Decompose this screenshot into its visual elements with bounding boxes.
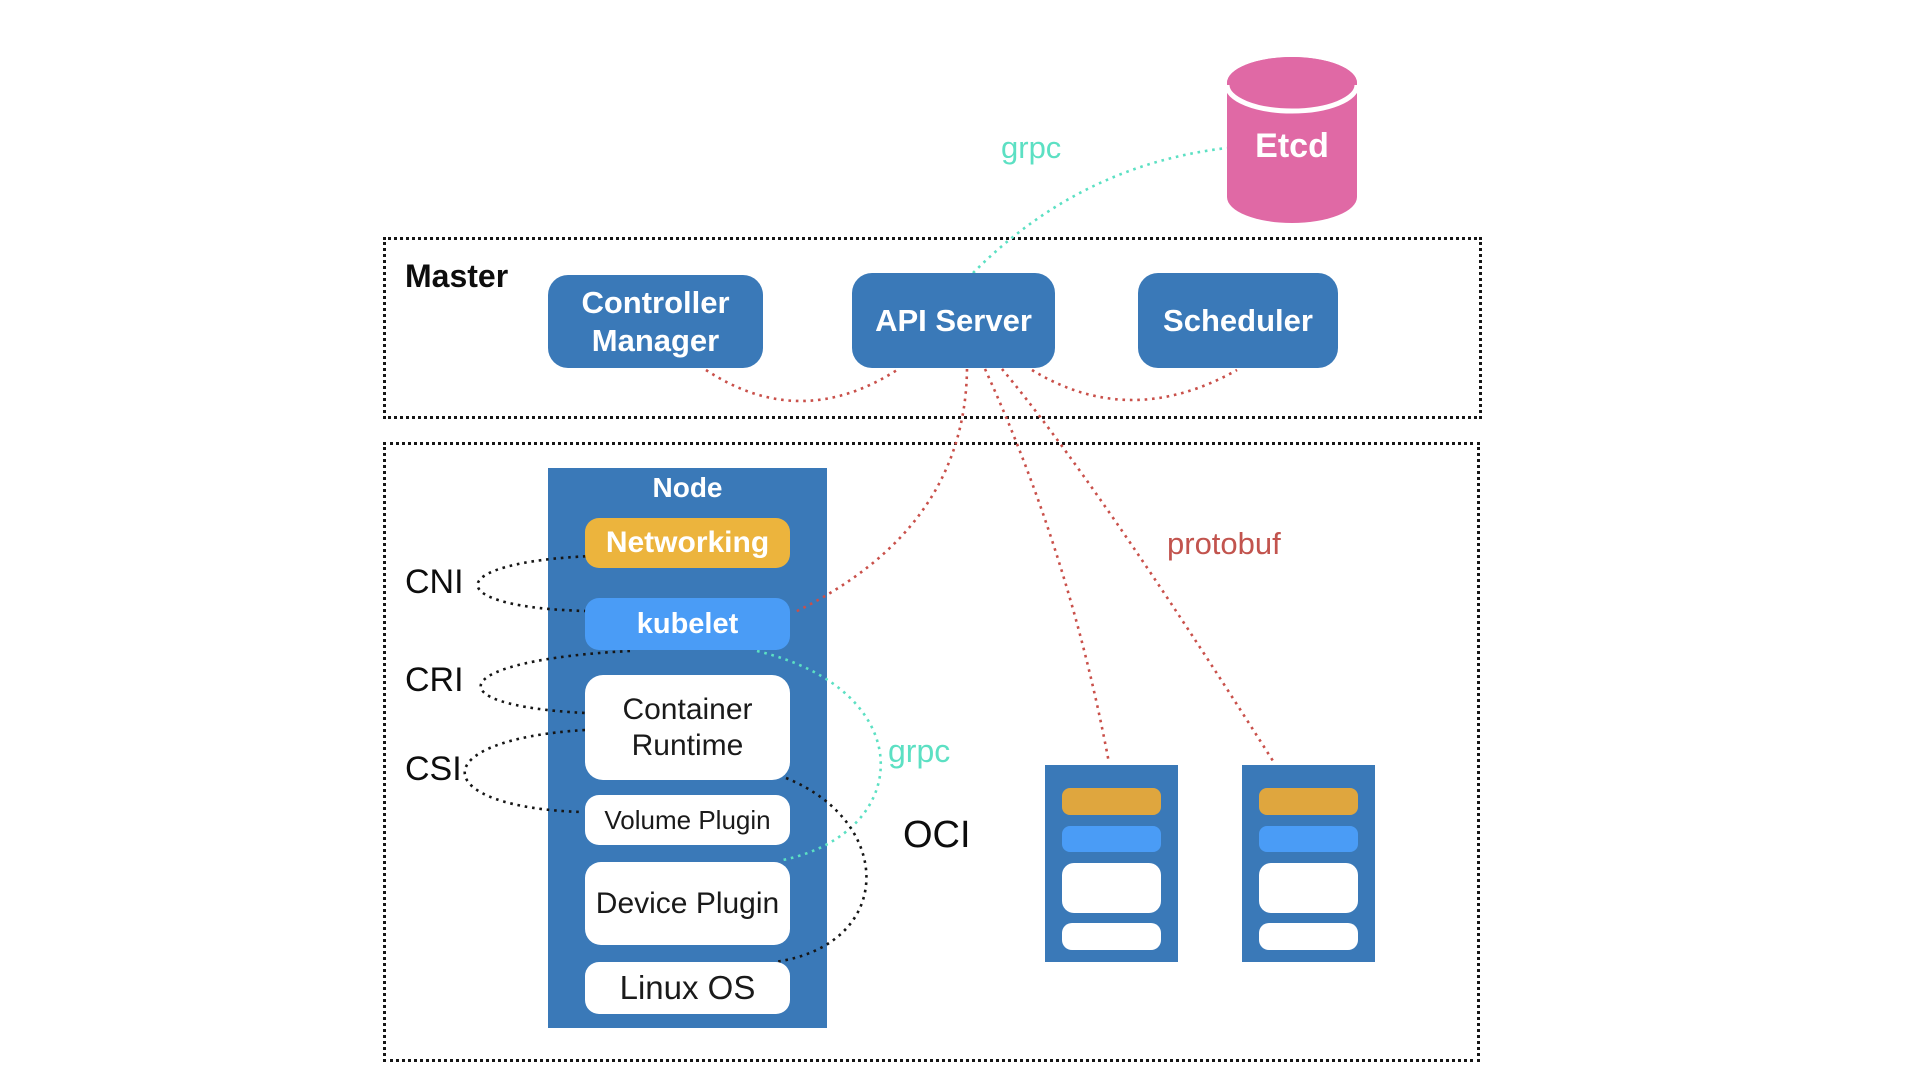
worker1-runtime-bar (1062, 863, 1161, 913)
csi-label: CSI (405, 750, 462, 788)
etcd-label: Etcd (1255, 127, 1329, 165)
master-label: Master (405, 258, 509, 294)
worker2-networking-bar (1259, 788, 1358, 815)
oci-label: OCI (903, 814, 971, 856)
grpc-top-label: grpc (1001, 130, 1062, 165)
api-server-label: API Server (875, 302, 1032, 338)
cni-label: CNI (405, 563, 464, 601)
linux-os-label: Linux OS (619, 969, 756, 1006)
device-plugin-label: Device Plugin (595, 886, 780, 920)
networking-label: Networking (605, 526, 770, 559)
controller-manager-label: Controller Manager (581, 284, 730, 358)
volume-plugin-label: Volume Plugin (604, 804, 771, 835)
worker2-os-bar (1259, 923, 1358, 950)
grpc-mid-label: grpc (888, 733, 951, 769)
worker2-kubelet-bar (1259, 826, 1358, 852)
node-title: Node (652, 472, 723, 503)
worker-node-1 (1045, 765, 1178, 962)
worker-node-2 (1242, 765, 1375, 962)
api-server-box: API Server (852, 273, 1055, 368)
kubelet-box: kubelet (585, 598, 790, 650)
volume-plugin-box: Volume Plugin (585, 795, 790, 845)
worker1-os-bar (1062, 923, 1161, 950)
container-runtime-label: Container Runtime (622, 692, 753, 762)
scheduler-box: Scheduler (1138, 273, 1338, 368)
kubelet-label: kubelet (636, 607, 739, 640)
worker1-kubelet-bar (1062, 826, 1161, 852)
worker1-networking-bar (1062, 788, 1161, 815)
container-runtime-box: Container Runtime (585, 675, 790, 780)
protobuf-label: protobuf (1167, 526, 1281, 561)
networking-box: Networking (585, 518, 790, 568)
controller-manager-box: Controller Manager (548, 275, 763, 368)
etcd-cylinder-shape (1224, 57, 1360, 223)
scheduler-label: Scheduler (1163, 302, 1313, 338)
device-plugin-box: Device Plugin (585, 862, 790, 945)
etcd-database: Etcd (1224, 55, 1360, 225)
worker2-runtime-bar (1259, 863, 1358, 913)
linux-os-box: Linux OS (585, 962, 790, 1014)
cri-label: CRI (405, 661, 464, 699)
